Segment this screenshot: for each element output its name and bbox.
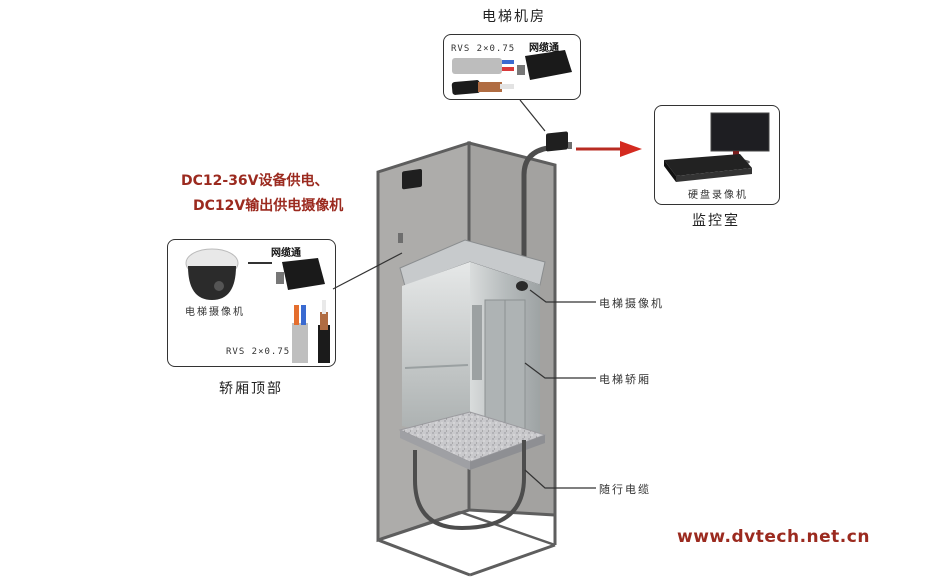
car-camera-dome [516, 281, 528, 291]
car-top-title: 轿厢顶部 [219, 381, 283, 397]
callout-elevator-camera: 电梯摄像机 [599, 297, 664, 310]
callout-trailing-cable: 随行电缆 [599, 483, 651, 496]
machine-room-device-label: 网缆通 [529, 43, 559, 54]
power-note-line1: DC12-36V设备供电、 [181, 173, 329, 189]
machine-room-title: 电梯机房 [482, 9, 546, 25]
signal-arrow [576, 141, 642, 157]
monitor-room-image [664, 112, 770, 182]
callout-elevator-car: 电梯轿厢 [599, 373, 651, 386]
machine-room-box-device [517, 50, 572, 80]
leader-cable [524, 469, 596, 489]
elevator-car [398, 239, 547, 470]
monitor-room-title: 监控室 [692, 213, 740, 229]
car-top-camera-label: 电梯摄像机 [185, 307, 245, 318]
nvr-label: 硬盘录像机 [688, 190, 748, 201]
monitor-room-callout: 硬盘录像机 [654, 105, 780, 205]
car-top-box-device [276, 258, 325, 290]
leader-car [524, 362, 596, 379]
leader-car-top [332, 252, 403, 290]
machine-room-transceiver [546, 131, 572, 152]
website-url[interactable]: www.dvtech.net.cn [677, 527, 870, 547]
trailing-cable-loop [413, 440, 526, 531]
leader-machine-room [519, 99, 546, 132]
power-note-line2: DC12V输出供电摄像机 [193, 198, 344, 214]
trailing-cable-top [521, 145, 549, 400]
car-top-device-label: 网缆通 [271, 248, 301, 259]
machine-room-cables [451, 58, 514, 95]
car-top-cable-spec: RVS 2×0.75 [226, 347, 291, 357]
machine-room-callout: RVS 2×0.75 网缆通 [443, 34, 581, 100]
machine-room-cable-spec: RVS 2×0.75 [451, 44, 516, 54]
car-top-cables [292, 300, 330, 363]
car-top-callout: 网缆通 电梯摄像机 RVS 2×0.75 [167, 239, 336, 367]
car-top-transceiver [398, 168, 422, 243]
leader-camera [529, 289, 596, 303]
car-top-camera-image [185, 248, 239, 300]
